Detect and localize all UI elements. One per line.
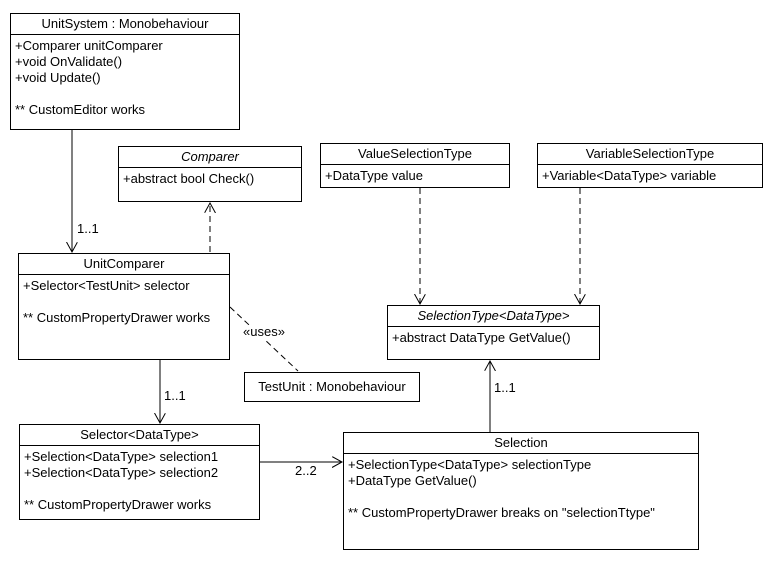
class-body: +abstract DataType GetValue() [388,327,599,346]
class-member: +void OnValidate() [15,54,123,69]
class-member: +abstract bool Check() [123,171,255,186]
class-body: +Selector<TestUnit> selector ** CustomPr… [19,275,229,326]
class-box-variableselectiontype[interactable]: VariableSelectionType +Variable<DataType… [537,143,763,188]
class-body: +Selection<DataType> selection1 +Selecti… [20,446,259,513]
multiplicity-label: 2..2 [295,463,317,478]
class-member: +void Update() [15,70,101,85]
class-member: ** CustomEditor works [15,102,146,117]
class-title: UnitSystem : Monobehaviour [11,14,239,35]
class-member [24,481,259,497]
class-title: ValueSelectionType [321,144,509,165]
class-box-selector[interactable]: Selector<DataType> +Selection<DataType> … [19,424,260,520]
class-member [15,86,239,102]
class-title: Selection [344,433,698,454]
class-title: VariableSelectionType [538,144,762,165]
class-member [23,294,229,310]
class-box-unitcomparer[interactable]: UnitComparer +Selector<TestUnit> selecto… [18,253,230,360]
class-member: +DataType value [325,168,423,183]
class-title: SelectionType<DataType> [388,306,599,327]
class-member [348,489,698,505]
edge-unitcomparer-testunit-uses [229,306,299,372]
class-member: ** CustomPropertyDrawer works [24,497,212,512]
class-member: +abstract DataType GetValue() [392,330,571,345]
class-title: UnitComparer [19,254,229,275]
multiplicity-label: 1..1 [164,388,186,403]
class-box-comparer[interactable]: Comparer +abstract bool Check() [118,146,302,202]
class-member: +DataType GetValue() [348,473,477,488]
class-member: +Selection<DataType> selection1 [24,449,219,464]
class-box-testunit[interactable]: TestUnit : Monobehaviour [244,372,420,402]
class-member: ** CustomPropertyDrawer works [23,310,211,325]
class-member: ** CustomPropertyDrawer breaks on "selec… [348,505,655,520]
class-member: +Comparer unitComparer [15,38,163,53]
class-body: +abstract bool Check() [119,168,301,187]
class-title: Comparer [119,147,301,168]
class-member: +Selector<TestUnit> selector [23,278,190,293]
class-box-unitsystem[interactable]: UnitSystem : Monobehaviour +Comparer uni… [10,13,240,130]
multiplicity-label: 1..1 [494,380,516,395]
class-body: +DataType value [321,165,509,184]
class-box-valueselectiontype[interactable]: ValueSelectionType +DataType value [320,143,510,188]
class-title: TestUnit : Monobehaviour [258,379,406,394]
class-body: +SelectionType<DataType> selectionType +… [344,454,698,521]
multiplicity-label: 1..1 [77,221,99,236]
class-member: +SelectionType<DataType> selectionType [348,457,592,472]
class-box-selection[interactable]: Selection +SelectionType<DataType> selec… [343,432,699,550]
class-member: +Variable<DataType> variable [542,168,717,183]
class-title: Selector<DataType> [20,425,259,446]
class-body: +Comparer unitComparer +void OnValidate(… [11,35,239,118]
class-box-selectiontype[interactable]: SelectionType<DataType> +abstract DataTy… [387,305,600,360]
uses-stereotype-label: «uses» [243,324,285,339]
class-member: +Selection<DataType> selection2 [24,465,219,480]
class-body: +Variable<DataType> variable [538,165,762,184]
